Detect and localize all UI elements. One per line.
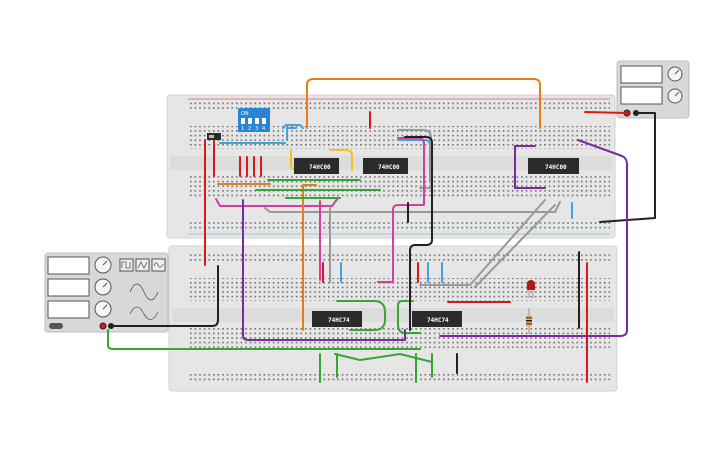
power-rail[interactable] [190,254,610,264]
dip-switch-4[interactable] [262,118,266,124]
sine-preview-icon [129,283,159,301]
voltage-display [620,65,663,84]
sine-wave-button[interactable] [151,258,166,272]
terminal-strip[interactable] [190,327,610,350]
chip-label: 74HC00 [378,164,400,171]
wire-purple[interactable] [242,199,406,341]
chip-label: 74HC00 [309,164,331,171]
wire-yellow[interactable] [329,149,353,171]
function-generator[interactable] [44,252,169,333]
ic-74hc00-3[interactable]: 74HC00 [528,158,579,174]
ic-74hc00-2[interactable]: 74HC00 [363,158,408,174]
amplitude-display [47,278,90,297]
wire-gray[interactable] [264,201,561,213]
signal-positive-terminal[interactable] [99,322,107,330]
wire-black[interactable] [110,265,219,327]
power-rail[interactable] [190,222,610,232]
dip-switch-1[interactable] [241,118,245,124]
dip-switch-position-label: 2 [248,126,251,132]
wires[interactable] [107,78,656,383]
wire-green[interactable] [397,300,421,334]
wire-blue[interactable] [282,124,304,129]
terminal-strip[interactable] [190,278,610,301]
offset-display [47,300,90,319]
ic-74hc74-2[interactable]: 74HC74 [412,311,462,327]
dip-switch-3[interactable] [255,118,259,124]
wire-purple[interactable] [514,145,546,189]
power-rail[interactable] [190,373,610,383]
wire-gray[interactable] [419,199,546,286]
wire-red[interactable] [584,111,628,114]
wire-gray[interactable] [474,204,556,288]
dip-switch-position-label: 4 [262,126,265,132]
wire-orange[interactable] [306,78,541,129]
terminal-strip[interactable] [190,175,610,198]
current-display [620,86,663,105]
ic-74hc00-1[interactable]: 74HC00 [294,158,339,174]
power-rail[interactable] [190,100,610,110]
ic-74hc74-1[interactable]: 74HC74 [312,311,362,327]
dip-switch-on-label: ON [241,111,249,117]
power-toggle[interactable] [49,323,63,329]
frequency-display [47,256,90,275]
chip-label: 74HC74 [328,317,350,324]
sine-preview-icon [129,306,159,320]
dip-switch-position-label: 3 [255,126,258,132]
chip-label: 74HC74 [427,317,449,324]
chip-label: 74HC00 [545,164,567,171]
resistor[interactable] [526,308,532,334]
dip-switch[interactable]: ON 1 2 3 4 [238,108,270,132]
dip-switch-2[interactable] [248,118,252,124]
wire-green[interactable] [107,329,421,350]
dc-power-supply[interactable] [616,60,690,119]
wire-green[interactable] [336,300,386,331]
wire-blue[interactable] [286,127,297,141]
wire-purple[interactable] [439,139,628,337]
wire-black[interactable] [404,136,433,331]
wire-pink[interactable] [377,137,425,283]
led[interactable] [527,280,535,298]
wire-pink[interactable] [215,197,339,207]
breadboard-bottom[interactable] [168,245,618,392]
dip-switch-position-label: 1 [241,126,244,132]
